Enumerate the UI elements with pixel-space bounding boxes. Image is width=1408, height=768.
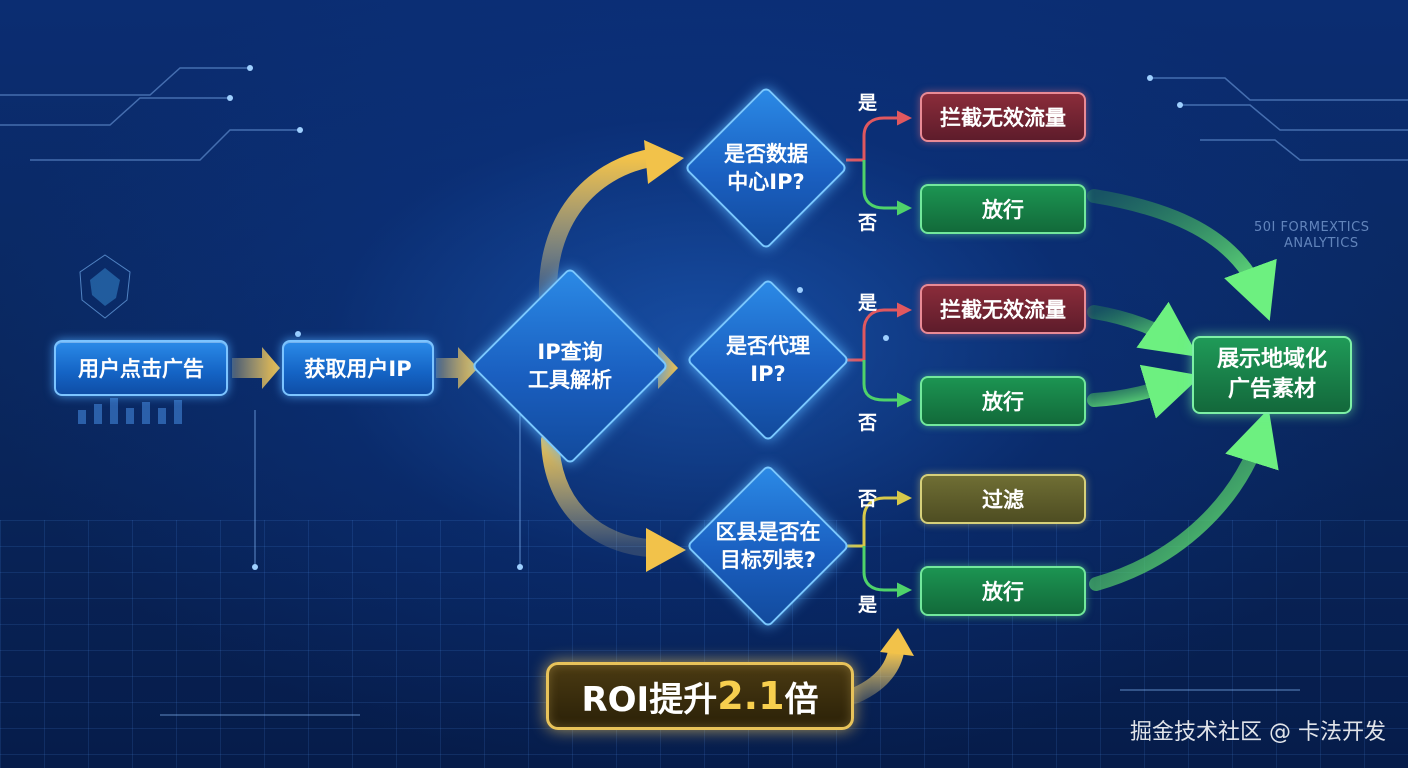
edge-label-proxy-yes: 是 [858,292,878,314]
diamond-ip-query-label: IP查询 工具解析 [528,340,612,392]
node-show-localized-ads: 展示地域化 广告素材 [1192,336,1352,414]
node-user-click-ad: 用户点击广告 [54,340,228,396]
radar-chart-decoration [79,254,131,319]
edge-label-target-yes: 是 [858,594,878,616]
node-block-invalid-traffic-1: 拦截无效流量 [920,92,1086,142]
edge-label-proxy-no: 否 [858,412,878,434]
roi-badge: ROI提升 2.1 倍 [546,662,854,730]
diamond-datacenter-label: 是否数据 中心IP? [724,142,808,194]
node-get-user-ip: 获取用户IP [282,340,434,396]
merge-arrows-green [1087,189,1279,591]
node-allow-3: 放行 [920,566,1086,616]
edge-label-datacenter-yes: 是 [858,92,878,114]
circuit-decoration [0,67,1408,716]
decision-split-lines [846,110,912,598]
edge-label-target-no: 否 [858,488,878,510]
diamond-target-list-label: 区县是否在 目标列表? [715,520,821,572]
roi-value: 2.1 [717,674,785,718]
watermark: 掘金技术社区 @ 卡法开发 [1130,720,1386,745]
node-allow-2: 放行 [920,376,1086,426]
circuit-nodes [227,65,1183,570]
node-filter: 过滤 [920,474,1086,524]
node-allow-1: 放行 [920,184,1086,234]
edge-label-datacenter-no: 否 [858,212,878,234]
node-block-invalid-traffic-2: 拦截无效流量 [920,284,1086,334]
branch-arrows-gold [538,140,686,572]
roi-suffix: 倍 [784,679,819,720]
bar-chart-decoration [78,398,182,424]
analytics-label-2: ANALYTICS [1284,236,1359,251]
roi-prefix: ROI提升 [581,679,718,720]
diamond-proxy-label: 是否代理 IP? [726,334,810,386]
analytics-label-1: 50I FORMEXTICS [1254,220,1370,235]
